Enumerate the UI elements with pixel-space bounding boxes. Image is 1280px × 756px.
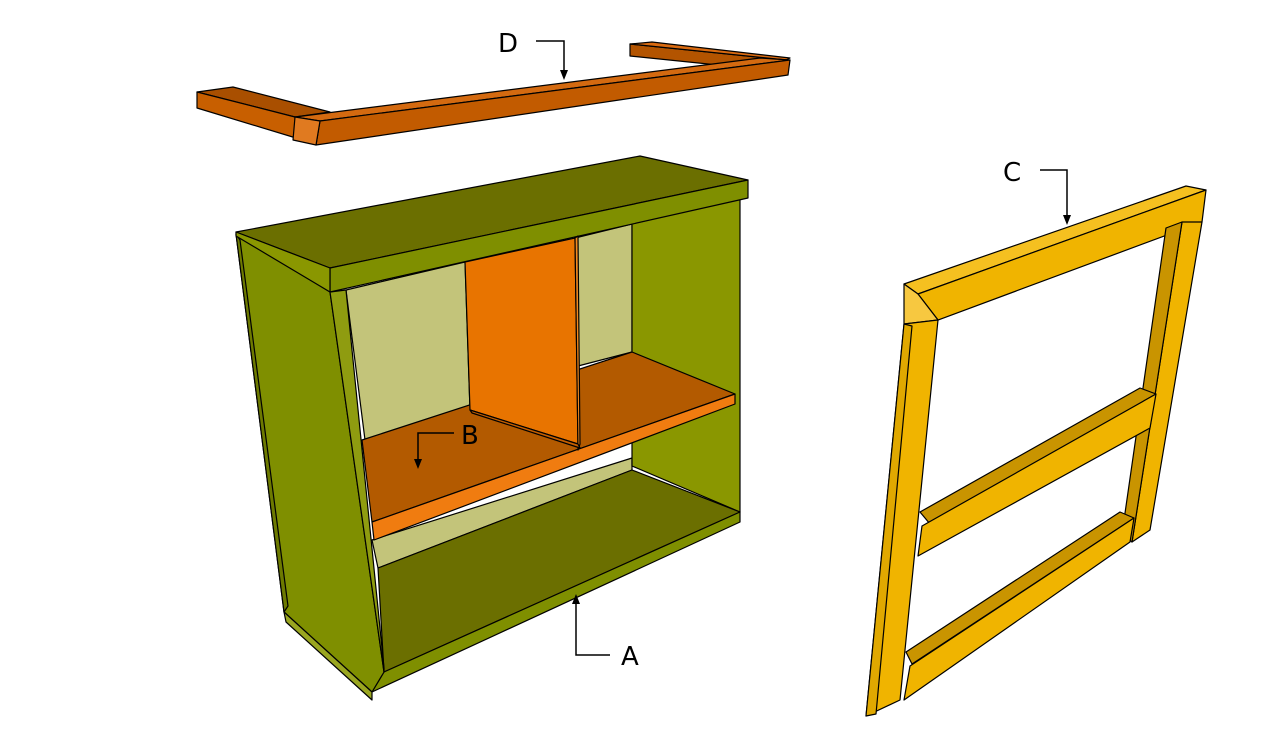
callout-a: A bbox=[572, 594, 639, 672]
part-b-shelf bbox=[361, 235, 736, 541]
label-a: A bbox=[621, 642, 639, 672]
label-b: B bbox=[461, 421, 479, 451]
label-c: C bbox=[1003, 158, 1021, 188]
part-c-side-frame bbox=[865, 185, 1207, 717]
label-d: D bbox=[498, 29, 518, 59]
part-d-top-frame bbox=[196, 41, 791, 146]
part-a-cabinet bbox=[235, 155, 749, 701]
callout-b: B bbox=[414, 421, 479, 469]
callout-c: C bbox=[1003, 158, 1071, 225]
callout-d: D bbox=[498, 29, 568, 80]
